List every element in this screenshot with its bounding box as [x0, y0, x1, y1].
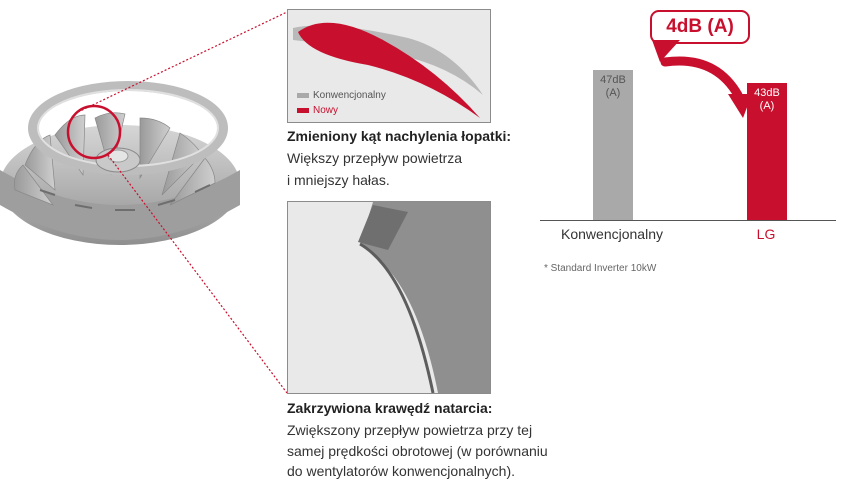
legend-new: Nowy — [297, 105, 338, 116]
bar-lg — [747, 82, 787, 220]
leading-edge-panel — [287, 201, 491, 394]
bar-value-label-lg: 43dB (A) — [754, 86, 780, 112]
leading-edge-line-2: samej prędkości obrotowej (w porównaniu — [287, 443, 548, 459]
blade-angle-panel: Konwencjonalny Nowy — [287, 9, 491, 123]
connector-lines — [77, 11, 288, 394]
fan-wheel — [0, 81, 240, 245]
bar-conventional — [593, 70, 633, 220]
leading-edge-line-3: do wentylatorów konwencjonalnych). — [287, 463, 516, 479]
blade-angle-line-2: i mniejszy hałas. — [287, 172, 390, 188]
chart-footnote: * Standard Inverter 10kW — [544, 263, 657, 274]
blade-angle-graphic — [293, 22, 483, 118]
noise-chart: 4dB (A) 47dB (A)43dB (A) Konwencjonalny … — [540, 0, 840, 290]
blade-angle-title: Zmieniony kąt nachylenia łopatki: — [287, 128, 512, 144]
legend-conventional-swatch — [297, 93, 309, 98]
callout-arrow — [652, 40, 752, 118]
category-label-lg: LG — [756, 226, 776, 242]
legend-conventional: Konwencjonalny — [297, 90, 386, 101]
category-label-conventional: Konwencjonalny — [561, 226, 663, 242]
legend-new-swatch — [297, 108, 309, 113]
magnifier-circle — [66, 104, 122, 160]
blade-angle-line-1: Większy przepływ powietrza — [287, 150, 463, 166]
leading-edge-line-1: Zwiększony przepływ powietrza przy tej — [287, 422, 533, 438]
bar-value-label-conventional: 47dB (A) — [600, 74, 626, 99]
noise-reduction-callout: 4dB (A) — [650, 10, 750, 44]
legend-conventional-label: Konwencjonalny — [313, 90, 386, 101]
leading-edge-title: Zakrzywiona krawędź natarcia: — [287, 400, 493, 416]
legend-new-label: Nowy — [313, 105, 339, 116]
leading-edge-graphic — [358, 202, 490, 393]
chart-baseline — [540, 220, 836, 221]
